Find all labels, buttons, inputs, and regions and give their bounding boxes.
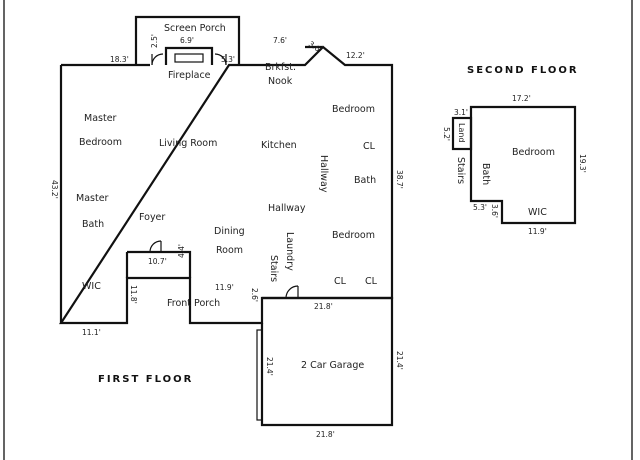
porch-door-left-arc	[151, 53, 164, 66]
dim-porch-depth: 2.5'	[150, 34, 159, 48]
room-cl-2: CL	[334, 276, 347, 287]
dim-left-side: 43.2'	[50, 180, 59, 199]
dim-garage-bottom: 21.8'	[316, 430, 335, 439]
room-living-room: Living Room	[159, 138, 217, 149]
landing-box	[451, 116, 473, 151]
room-wic-1: WIC	[82, 281, 101, 292]
dim-second-bottom-left: 5.3'	[473, 203, 487, 212]
room-kitchen: Kitchen	[261, 140, 297, 151]
dim-garage-top: 21.8'	[314, 302, 333, 311]
room-stairs-2: Stairs	[455, 157, 466, 184]
room-brkfst-1: Brkfst.	[265, 62, 296, 73]
dim-right-side: 38.7'	[395, 170, 404, 189]
dim-second-right: 19.3'	[578, 154, 587, 173]
room-hallway-1: Hallway	[318, 155, 329, 193]
dim-porch-width: 11.9'	[215, 283, 234, 292]
dim-landing-top: 3.1'	[454, 108, 468, 117]
room-brkfst-2: Nook	[268, 76, 293, 87]
dim-second-bottom: 11.9'	[528, 227, 547, 236]
garage-entry-arc	[285, 285, 299, 299]
room-bedroom-1: Bedroom	[332, 104, 375, 115]
room-land: Land	[457, 123, 466, 143]
dim-garage-right: 21.4'	[395, 351, 404, 370]
dim-porch-left: 11.8'	[129, 285, 138, 304]
room-stairs-1: Stairs	[268, 255, 279, 282]
dim-right-top: 12.2'	[346, 51, 365, 60]
room-wic-2: WIC	[528, 207, 547, 218]
room-front-porch: Front Porch	[167, 298, 220, 309]
room-hallway-2: Hallway	[268, 203, 306, 214]
fireplace-hearth	[174, 53, 204, 63]
second-floor-title: SECOND FLOOR	[467, 65, 579, 76]
room-bedroom-3: Bedroom	[512, 147, 555, 158]
second-floor-outline	[469, 105, 577, 225]
dim-garage-left: 21.4'	[265, 357, 274, 376]
dim-bottom-left: 11.1'	[82, 328, 101, 337]
dim-foyer-width: 10.7'	[148, 257, 167, 266]
room-bedroom-2: Bedroom	[332, 230, 375, 241]
room-cl-3: CL	[365, 276, 378, 287]
dim-landing-side: 5.2'	[442, 127, 451, 141]
room-screen-porch: Screen Porch	[164, 23, 226, 34]
room-master-bedroom-1: Master	[84, 113, 117, 124]
dim-fireplace-side: 5.3'	[221, 55, 235, 64]
dim-second-top: 17.2'	[512, 94, 531, 103]
room-bath-2: Bath	[480, 163, 491, 185]
dim-porch-step: 4.4'	[177, 244, 186, 258]
dim-left-top: 18.3'	[110, 55, 129, 64]
room-fireplace: Fireplace	[168, 70, 211, 81]
garage-door	[256, 329, 263, 421]
front-porch-notch	[127, 250, 192, 278]
dim-porch-right: 2.6'	[250, 288, 259, 302]
front-door-arc	[149, 240, 162, 253]
dim-nook-angle: 3.6'	[307, 39, 324, 54]
dim-second-step: 3.6'	[490, 204, 499, 218]
dim-porch-width: 6.9'	[180, 36, 194, 45]
room-laundry: Laundry	[284, 232, 295, 271]
room-foyer: Foyer	[139, 212, 165, 223]
room-bath-1: Bath	[354, 175, 376, 186]
first-floor-title: FIRST FLOOR	[98, 374, 193, 385]
fireplace-outline	[164, 46, 214, 65]
room-master-bedroom-2: Bedroom	[79, 137, 122, 148]
room-dining-1: Dining	[214, 226, 245, 237]
room-cl-1: CL	[363, 141, 376, 152]
screen-porch-outline	[134, 15, 241, 65]
room-master-bath-2: Bath	[82, 219, 104, 230]
room-garage: 2 Car Garage	[301, 360, 364, 371]
dim-nook-top: 7.6'	[273, 36, 287, 45]
room-dining-2: Room	[216, 245, 243, 256]
room-master-bath-1: Master	[76, 193, 109, 204]
page-border	[3, 0, 633, 460]
